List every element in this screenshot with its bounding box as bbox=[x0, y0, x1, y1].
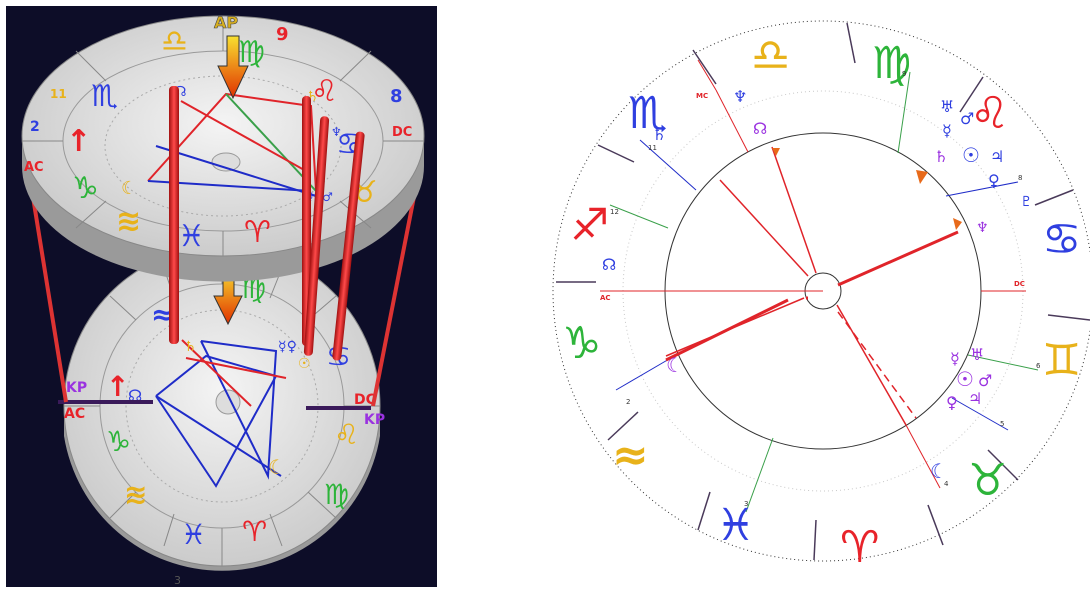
leo-glyph: ♌ bbox=[970, 88, 1009, 139]
sun-glyph: ☉ bbox=[962, 143, 980, 167]
mercury-glyph: ☿ bbox=[942, 121, 952, 140]
chart-3d-svg: ♍ ≈ ↑ ♋ ♑ ♌ ≋ ♍ ♓ ♈ ☾ ♄ ☊ ☿♀ ☉ KP AC DC … bbox=[21, 13, 425, 587]
neptune-inner-glyph: ♆ bbox=[976, 220, 989, 236]
svg-text:☿♀: ☿♀ bbox=[278, 339, 297, 355]
svg-text:≋: ≋ bbox=[124, 478, 147, 511]
svg-text:♎: ♎ bbox=[161, 24, 188, 59]
svg-text:♍: ♍ bbox=[238, 35, 265, 70]
dc-bottom-label: DC bbox=[354, 392, 376, 408]
svg-text:≋: ≋ bbox=[116, 204, 141, 239]
svg-text:♍: ♍ bbox=[324, 478, 349, 511]
uranus-glyph: ♅ bbox=[940, 97, 954, 116]
svg-text:♄: ♄ bbox=[184, 339, 197, 355]
libra-glyph: ♎ bbox=[751, 30, 790, 81]
moon-bottom-glyph: ☾ bbox=[930, 459, 948, 483]
pluto-glyph: ♇ bbox=[1020, 194, 1033, 210]
svg-text:♌: ♌ bbox=[334, 418, 359, 451]
virgo-glyph: ♍ bbox=[872, 38, 911, 89]
capricorn-glyph: ♑ bbox=[562, 318, 601, 369]
sensitive-point-markers bbox=[772, 148, 962, 230]
mars-glyph: ♂ bbox=[960, 109, 974, 128]
gemini-glyph: ♊ bbox=[1042, 335, 1081, 386]
svg-text:11: 11 bbox=[648, 144, 657, 152]
venus-low-glyph: ♀ bbox=[946, 393, 958, 412]
zodiac-glyphs: ♎ ♍ ♌ ♋ ♊ ♉ ♈ ♓ ≈ ♑ ♐ ♏ bbox=[562, 30, 1081, 573]
svg-text:♆: ♆ bbox=[331, 125, 342, 139]
uranus-low-glyph: ♅ bbox=[970, 345, 984, 364]
ac-bottom-label: AC bbox=[64, 406, 85, 422]
svg-text:☉: ☉ bbox=[298, 356, 311, 372]
svg-text:♏: ♏ bbox=[91, 79, 118, 114]
bottom-house-number: 3 bbox=[174, 574, 181, 587]
node-glyph: ☊ bbox=[753, 119, 767, 138]
svg-text:3: 3 bbox=[744, 500, 748, 508]
moon-left-glyph: ☾ bbox=[666, 353, 684, 377]
mars-low-glyph: ♂ bbox=[978, 371, 992, 390]
svg-text:♈: ♈ bbox=[242, 515, 267, 548]
svg-text:♈: ♈ bbox=[244, 215, 271, 250]
aspect-axes bbox=[665, 146, 959, 426]
ac-label: AC bbox=[600, 294, 611, 302]
axis-labels: MC AC DC bbox=[600, 92, 1025, 302]
saturn-glyph: ♄ bbox=[652, 125, 666, 144]
house-numbers: 9 8 6 5 4 3 2 12 11 bbox=[610, 70, 1041, 508]
chart-2d-svg: ♎ ♍ ♌ ♋ ♊ ♉ ♈ ♓ ≈ ♑ ♐ ♏ ♆ ♄ ☊ ☊ ♅ ☿ ♂ ☉ … bbox=[552, 20, 1090, 573]
jupiter-glyph: ♃ bbox=[990, 147, 1004, 166]
svg-text:♑: ♑ bbox=[72, 171, 99, 206]
svg-text:4: 4 bbox=[944, 480, 949, 488]
taurus-glyph: ♉ bbox=[968, 455, 1007, 506]
saturn-inner-glyph: ♄ bbox=[934, 147, 948, 166]
house-cusps bbox=[600, 59, 1039, 513]
kp-left-label: KP bbox=[66, 380, 87, 396]
jupiter-low-glyph: ♃ bbox=[968, 389, 982, 408]
venus-glyph: ♀ bbox=[988, 171, 1000, 190]
top-house-9: 9 bbox=[276, 24, 289, 45]
svg-text:♑: ♑ bbox=[106, 425, 131, 458]
ac-top-label: AC bbox=[24, 160, 44, 175]
mc-label: MC bbox=[696, 92, 708, 100]
svg-text:↑: ↑ bbox=[106, 370, 129, 403]
mercury-low-glyph: ☿ bbox=[950, 349, 960, 368]
chart-3d-panel: ♍ ≈ ↑ ♋ ♑ ♌ ≋ ♍ ♓ ♈ ☾ ♄ ☊ ☿♀ ☉ KP AC DC … bbox=[6, 6, 437, 587]
top-house-2: 2 bbox=[30, 119, 40, 135]
node-left-glyph: ☊ bbox=[602, 255, 616, 274]
cancer-glyph: ♋ bbox=[1042, 214, 1081, 265]
svg-text:8: 8 bbox=[1018, 174, 1022, 182]
dc-label: DC bbox=[1014, 280, 1025, 288]
top-house-8: 8 bbox=[390, 86, 403, 107]
top-house-11: 11 bbox=[50, 87, 67, 101]
planet-pillars bbox=[169, 86, 365, 361]
svg-text:☾: ☾ bbox=[121, 178, 137, 199]
svg-text:9: 9 bbox=[902, 70, 906, 78]
svg-text:6: 6 bbox=[1036, 362, 1041, 370]
aries-glyph: ♈ bbox=[840, 522, 879, 573]
sun-low-glyph: ☉ bbox=[956, 367, 974, 391]
sign-dividers bbox=[556, 22, 1090, 561]
planet-glyphs: ♆ ♄ ☊ ☊ ♅ ☿ ♂ ☉ ♃ ♄ ♀ ♇ ♆ ☾ ☾ ☿ ♅ ☉ ♂ ♃ … bbox=[602, 87, 1033, 483]
pisces-glyph: ♓ bbox=[716, 500, 755, 551]
aquarius-glyph: ≈ bbox=[612, 430, 649, 481]
svg-text:♌: ♌ bbox=[311, 74, 338, 109]
chart-2d-panel: ♎ ♍ ♌ ♋ ♊ ♉ ♈ ♓ ≈ ♑ ♐ ♏ ♆ ♄ ☊ ☊ ♅ ☿ ♂ ☉ … bbox=[548, 0, 1090, 589]
top-disc: ♎ ♍ ♌ ♋ ♏ ↑ ♑ ≋ ♓ ♈ ♉ ☾ ☊ ♄ ♆ ☿♀♂ 9 8 11… bbox=[21, 13, 425, 282]
svg-text:♓: ♓ bbox=[178, 219, 205, 254]
svg-text:↑: ↑ bbox=[66, 124, 91, 159]
kp-right-label: KP bbox=[364, 412, 385, 428]
svg-text:≈: ≈ bbox=[151, 298, 174, 331]
ap-top-label: AP bbox=[214, 13, 238, 32]
svg-text:2: 2 bbox=[626, 398, 630, 406]
neptune-glyph: ♆ bbox=[733, 87, 747, 106]
svg-text:♓: ♓ bbox=[181, 518, 206, 551]
sagittarius-glyph: ♐ bbox=[570, 200, 609, 251]
svg-text:☾: ☾ bbox=[268, 455, 286, 479]
svg-text:5: 5 bbox=[1000, 420, 1004, 428]
dc-top-label: DC bbox=[392, 125, 412, 140]
scorpio-glyph: ♏ bbox=[628, 88, 667, 139]
bottom-disc: ♍ ≈ ↑ ♋ ♑ ♌ ≋ ♍ ♓ ♈ ☾ ♄ ☊ ☿♀ ☉ KP AC DC … bbox=[58, 245, 385, 587]
svg-text:12: 12 bbox=[610, 208, 619, 216]
